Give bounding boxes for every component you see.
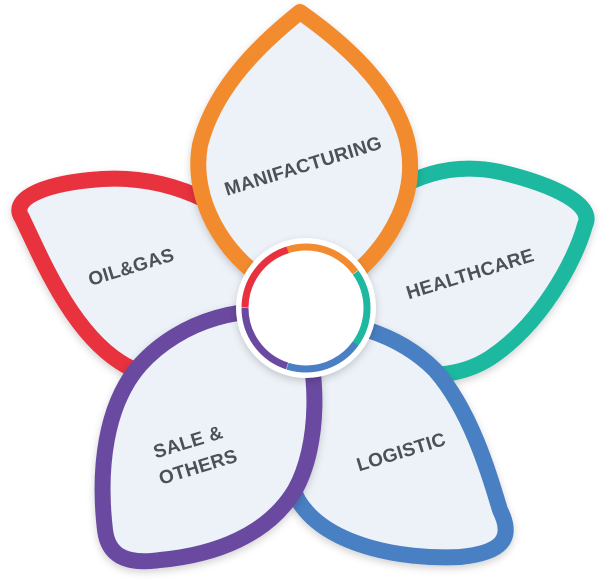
petal-sale-others-shape [94,303,323,570]
center-hub [236,238,376,378]
center-ring-teal [241,243,371,373]
petal-manufacturing: MANIFACTURING [190,4,419,297]
center-ring-orange [241,243,371,373]
petal-sale-others: SALE & OTHERS [94,303,323,570]
center-hub-inner [251,253,361,363]
center-ring-purple [241,243,371,373]
center-ring-blue [241,243,371,373]
